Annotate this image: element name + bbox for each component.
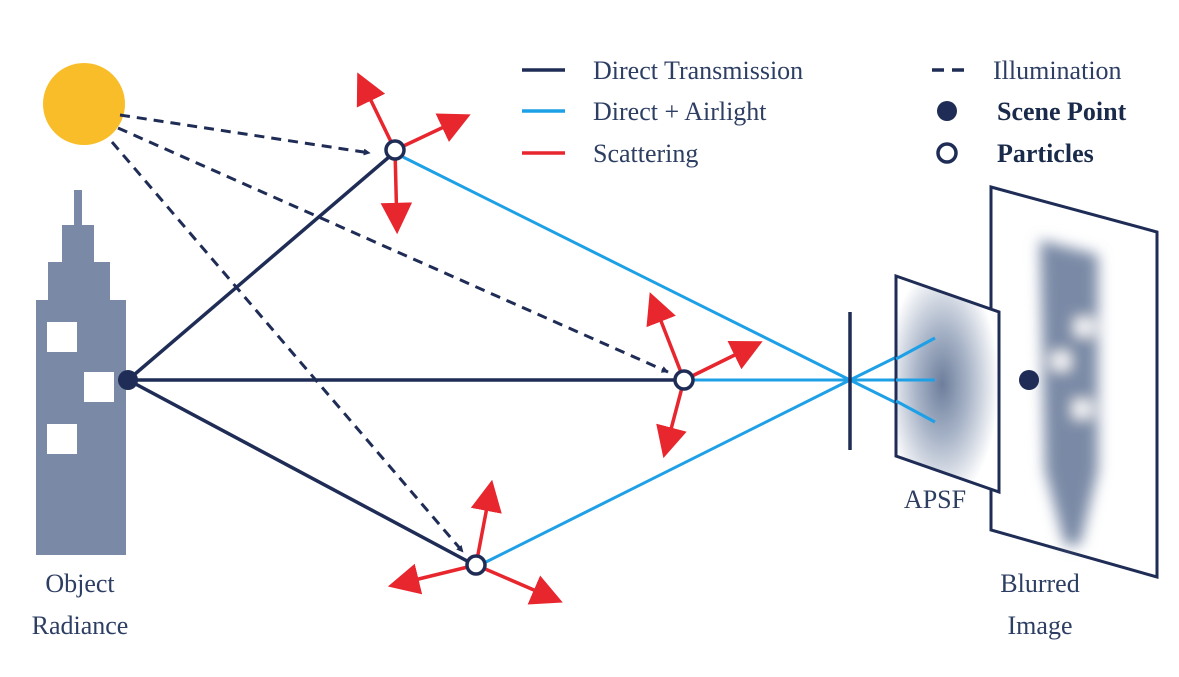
object-radiance-label-line2: Radiance — [32, 611, 129, 640]
apsf-plane — [894, 273, 1001, 495]
particle-marker — [384, 139, 406, 161]
apsf-rays — [895, 336, 936, 424]
sun-icon — [43, 63, 125, 145]
legend-particles-label: Particles — [997, 139, 1094, 168]
legend-particles-icon — [936, 142, 958, 164]
blurred-image-plane — [989, 185, 1159, 579]
object-radiance-label-line1: Object — [45, 569, 115, 598]
legend-direct-label: Direct Transmission — [593, 56, 803, 85]
legend: Direct Transmission Direct + Airlight Sc… — [522, 56, 1127, 168]
legend-scattering-label: Scattering — [593, 139, 698, 168]
legend-airlight-label: Direct + Airlight — [593, 97, 767, 126]
scattering-arrows — [356, 72, 763, 605]
apsf-label: APSF — [904, 485, 966, 514]
legend-scene-point-label: Scene Point — [997, 97, 1127, 126]
direct-transmission-rays — [126, 155, 675, 564]
image-point-marker — [1019, 370, 1039, 390]
legend-scene-point-icon — [937, 101, 957, 121]
blurred-image-label-line2: Image — [1008, 611, 1073, 640]
particle-marker — [673, 369, 695, 391]
building-icon — [36, 190, 126, 555]
blurred-image-label-line1: Blurred — [1000, 569, 1079, 598]
illumination-rays — [110, 113, 669, 553]
legend-illumination-label: Illumination — [993, 56, 1122, 85]
particle-marker — [465, 554, 487, 576]
scene-point-marker — [118, 370, 138, 390]
